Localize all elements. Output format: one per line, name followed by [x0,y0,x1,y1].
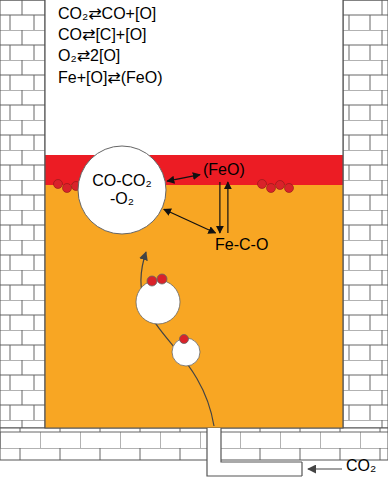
reaction-equation: CO₂⇄CO+[O] [58,5,156,22]
bubble-text-box: CO-CO₂ -O₂ [77,145,167,235]
gas-inlet-label: CO₂ [346,457,376,475]
oxide-particle [63,184,72,193]
bubble-rise-arrow [141,252,214,426]
reaction-equation: CO₂⇄CO+[O] [58,5,156,23]
oxide-particle [267,184,276,193]
exchange-arrow [219,182,220,233]
exchange-arrow [227,182,228,233]
oxide-particle [54,180,63,189]
gas-bubble-small [136,280,180,324]
rising-bubbles [136,274,200,366]
pipe-bore [207,462,302,476]
gas-space [45,0,343,155]
oxide-particle [180,335,189,344]
gas-composition: CO-CO₂ -O₂ [91,172,153,208]
vessel-outline [45,0,343,428]
reaction-equation: Fe+[O]⇄(FeO) [58,69,163,87]
exchange-arrow [164,209,216,233]
oxide-particle [157,274,167,284]
reaction-equation: Fe+[O]⇄(FeO) [58,69,163,86]
gas-inlet-pipe [207,428,302,476]
reaction-equation: O₂⇄2[O] [58,47,120,64]
oxide-particle [258,180,267,189]
melt-band: Fe-C-O [45,185,343,428]
phase-label: (FeO) [203,161,245,179]
reaction-equation: CO⇄[C]+[O] [58,26,147,44]
phase-label: Fe-C-O [215,236,268,254]
oxide-particle [276,181,285,190]
molten-iron [45,185,343,428]
gas-bubble: CO-CO₂ -O₂ [77,145,167,235]
exchange-arrow [167,175,200,181]
reaction-equation: CO⇄[C]+[O] [58,26,147,43]
gas-inlet-arrow [308,468,342,469]
bottom-brick-wall [0,428,388,460]
oxide-particle [285,184,294,193]
left-brick-wall [0,0,45,428]
right-brick-wall [343,0,388,428]
oxide-particle [147,276,157,286]
reaction-equation: O₂⇄2[O] [58,47,120,65]
gas-inlet-label: CO₂ [346,457,376,474]
bubble-outline [78,146,166,234]
